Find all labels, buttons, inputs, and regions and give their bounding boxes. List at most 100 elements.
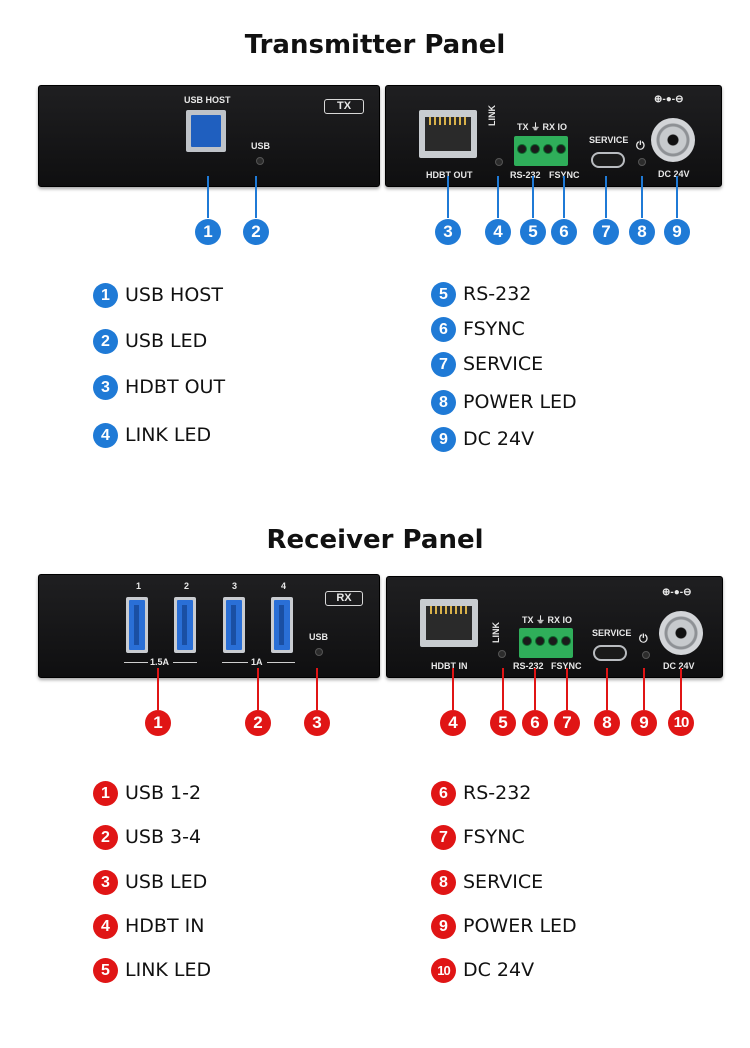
usb-led-label: USB	[309, 632, 329, 642]
tx-callout-7: 7	[593, 219, 619, 245]
tx-legend-label-3: HDBT OUT	[125, 376, 226, 398]
tx-legend-label-4: LINK LED	[125, 424, 212, 446]
receiver-title: Receiver Panel	[266, 525, 484, 555]
dc-label: DC 24V	[658, 169, 690, 179]
rx-rear-panel: HDBT IN LINK TX ⏚ RX IO RS-232 FSYNC SER…	[386, 576, 723, 678]
tx-callout-9: 9	[664, 219, 690, 245]
tx-front-panel: USB HOST USB TX	[38, 85, 380, 187]
rx-callout-7: 7	[554, 710, 580, 736]
tx-legend-num-1: 1	[93, 283, 118, 308]
rs232-label: RS-232	[510, 170, 541, 180]
service-label: SERVICE	[589, 135, 629, 145]
rx-legend-num-5: 5	[93, 958, 118, 983]
tx-legend-label-5: RS-232	[463, 283, 532, 305]
tx-legend-num-5: 5	[431, 282, 456, 307]
link-label: LINK	[491, 622, 501, 643]
rx-callout-1: 1	[145, 710, 171, 736]
rx-legend-num-4: 4	[93, 914, 118, 939]
tx-legend-num-4: 4	[93, 423, 118, 448]
rx-legend-label-9: POWER LED	[463, 915, 577, 937]
usb-led	[256, 157, 264, 165]
usb-port-number-1: 1	[136, 581, 142, 591]
rj45-port	[420, 599, 478, 647]
tx-legend-label-1: USB HOST	[125, 284, 223, 306]
tx-callout-3: 3	[435, 219, 461, 245]
usb-c-port	[591, 152, 625, 168]
tx-legend-num-7: 7	[431, 352, 456, 377]
usb-led-label: USB	[251, 141, 271, 151]
terminal-block	[519, 628, 573, 658]
usb-a-port-1	[126, 597, 148, 653]
tx-callout-8: 8	[629, 219, 655, 245]
power-led	[638, 158, 646, 166]
power-icon: ⏻	[636, 140, 645, 152]
rx-callout-4: 4	[440, 710, 466, 736]
tx-callout-1: 1	[195, 219, 221, 245]
terminal-pin-label: TX ⏚ RX IO	[517, 122, 568, 132]
tx-callout-2: 2	[243, 219, 269, 245]
rx-legend-num-3: 3	[93, 870, 118, 895]
usb-a-port-2	[174, 597, 196, 653]
rx-legend-num-10: 10	[431, 958, 456, 983]
rx-callout-10: 10	[668, 710, 694, 736]
rx-legend-label-10: DC 24V	[463, 959, 535, 981]
transmitter-title: Transmitter Panel	[244, 30, 506, 60]
rx-legend-num-9: 9	[431, 914, 456, 939]
rx-tag: RX	[325, 591, 363, 606]
usb-a-port-3	[223, 597, 245, 653]
usb-port-number-4: 4	[281, 581, 287, 591]
link-label: LINK	[487, 105, 497, 126]
rx-callout-6: 6	[522, 710, 548, 736]
tx-legend-num-9: 9	[431, 427, 456, 452]
rx-legend-label-7: FSYNC	[463, 826, 525, 848]
dc-jack	[659, 611, 703, 655]
rx-legend-num-7: 7	[431, 825, 456, 850]
service-label: SERVICE	[592, 628, 632, 638]
rj45-port	[419, 110, 477, 158]
tx-legend-label-8: POWER LED	[463, 391, 577, 413]
power-led	[642, 651, 650, 659]
tx-rear-panel: HDBT OUT LINK TX ⏚ RX IO RS-232 FSYNC SE…	[385, 85, 722, 187]
rx-callout-9: 9	[631, 710, 657, 736]
tx-legend-num-6: 6	[431, 317, 456, 342]
rx-legend-label-1: USB 1-2	[125, 782, 202, 804]
link-led	[495, 158, 503, 166]
dc-jack	[651, 118, 695, 162]
tx-legend-num-3: 3	[93, 375, 118, 400]
rx-callout-2: 2	[245, 710, 271, 736]
tx-callout-6: 6	[551, 219, 577, 245]
rx-legend-label-6: RS-232	[463, 782, 532, 804]
rx-legend-label-4: HDBT IN	[125, 915, 205, 937]
hdbt-in-label: HDBT IN	[431, 661, 468, 671]
polarity-icon: ⊕-●-⊖	[662, 587, 692, 598]
rx-legend-label-2: USB 3-4	[125, 826, 202, 848]
usb-port-number-2: 2	[184, 581, 190, 591]
rx-legend-num-1: 1	[93, 781, 118, 806]
rx-callout-3: 3	[304, 710, 330, 736]
usb-led	[315, 648, 323, 656]
tx-legend-label-2: USB LED	[125, 330, 208, 352]
rx-legend-label-8: SERVICE	[463, 871, 544, 893]
usb-b-port	[186, 110, 226, 152]
usb-a-port-4	[271, 597, 293, 653]
usb-host-label: USB HOST	[184, 95, 231, 105]
rx-legend-num-8: 8	[431, 870, 456, 895]
hdbt-out-label: HDBT OUT	[426, 170, 473, 180]
power-icon: ⏻	[639, 633, 648, 645]
tx-legend-num-2: 2	[93, 329, 118, 354]
tx-legend-label-9: DC 24V	[463, 428, 535, 450]
rx-callout-8: 8	[594, 710, 620, 736]
rx-front-panel: 1 2 3 4 1.5A 1A USB RX	[38, 574, 380, 678]
rx-callout-5: 5	[490, 710, 516, 736]
dc-label: DC 24V	[663, 661, 695, 671]
polarity-icon: ⊕-●-⊖	[654, 94, 684, 105]
tx-legend-label-6: FSYNC	[463, 318, 525, 340]
tx-callout-4: 4	[485, 219, 511, 245]
rx-legend-label-3: USB LED	[125, 871, 208, 893]
rx-legend-label-5: LINK LED	[125, 959, 212, 981]
terminal-block	[514, 136, 568, 166]
fsync-label: FSYNC	[549, 170, 580, 180]
current-label-1-5a: 1.5A	[150, 657, 170, 667]
fsync-label: FSYNC	[551, 661, 582, 671]
tx-tag: TX	[324, 99, 364, 114]
